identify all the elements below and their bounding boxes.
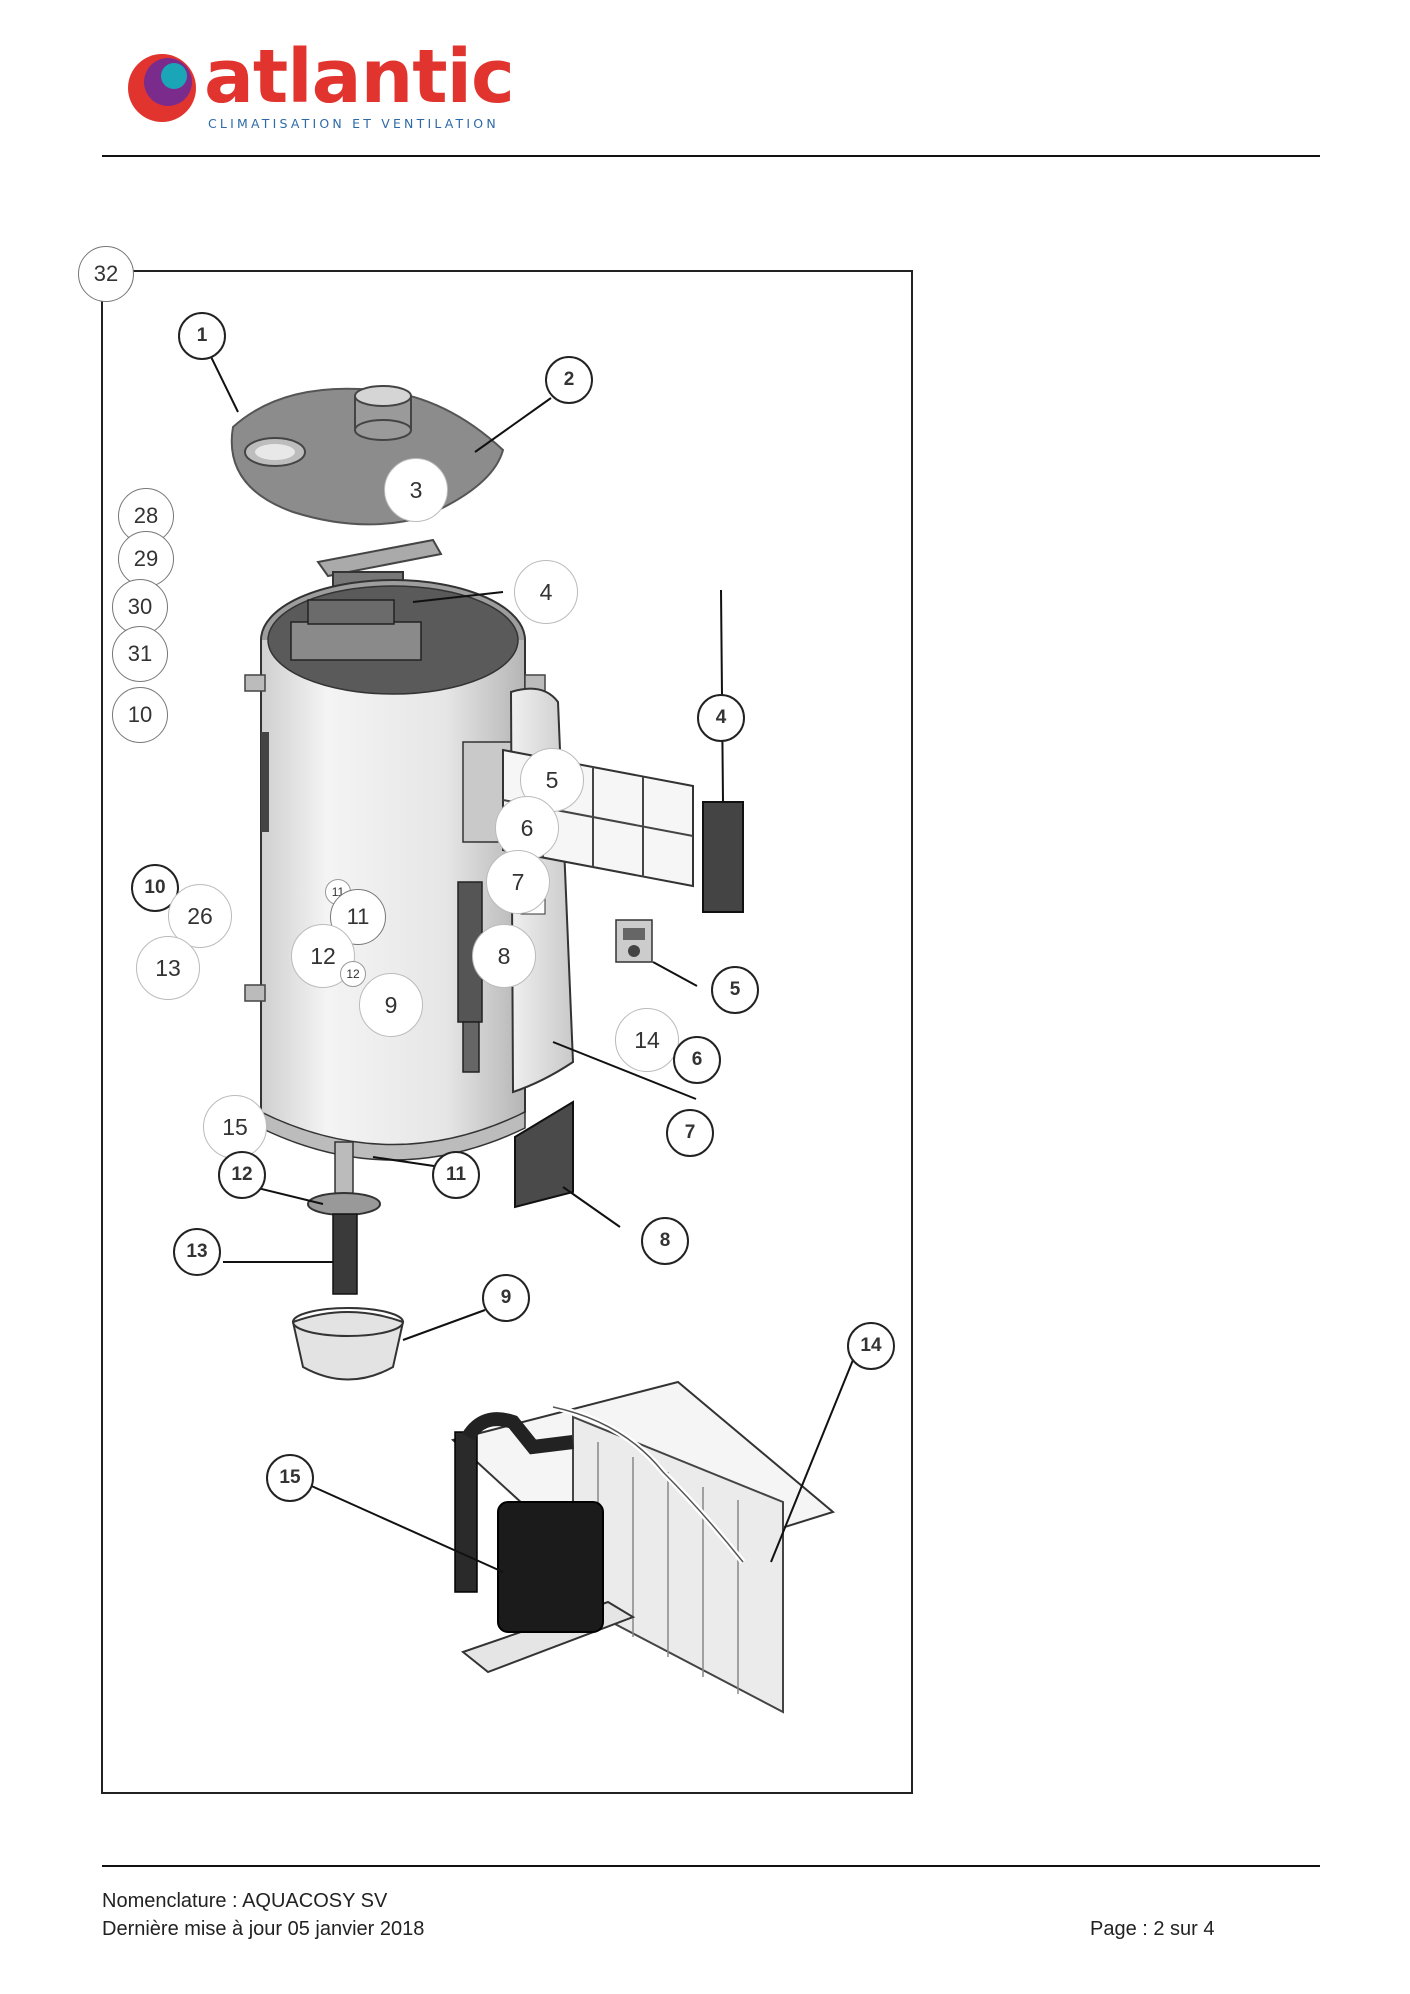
callout-4-top: 4 [514, 560, 578, 624]
callout-12-small: 12 [340, 961, 366, 987]
exploded-view-illustration [157, 319, 856, 1714]
exploded-diagram-frame: 32 1 2 3 28 29 30 31 10 4 4 5 6 7 8 10 2… [78, 246, 913, 1794]
header-divider [102, 155, 1320, 157]
brand-name: atlantic [204, 34, 515, 120]
callout-6-right: 6 [673, 1036, 721, 1084]
callout-5-filter: 5 [520, 748, 584, 812]
callout-9-bowl: 9 [482, 1274, 530, 1322]
tank-body-part [244, 579, 546, 1161]
callout-6-filter: 6 [495, 796, 559, 860]
logo-mark-icon [128, 54, 196, 122]
callout-30: 30 [112, 579, 168, 635]
callout-13-heater: 13 [173, 1228, 221, 1276]
callout-8-side: 8 [472, 924, 536, 988]
callout-13-left: 13 [136, 936, 200, 1000]
callout-15-tank: 15 [203, 1095, 267, 1159]
callout-12-flange: 12 [218, 1151, 266, 1199]
filter-cover-part [702, 801, 744, 913]
brand-logo: atlantic CLIMATISATION ET VENTILATION [122, 40, 515, 136]
callout-4-right: 4 [697, 694, 745, 742]
footer-divider [102, 1865, 1320, 1867]
callout-7-panel: 7 [486, 850, 550, 914]
callout-14-evaporator: 14 [847, 1322, 895, 1370]
callout-29: 29 [118, 531, 174, 587]
callout-7-right: 7 [666, 1109, 714, 1157]
callout-26: 26 [168, 884, 232, 948]
callout-9-tank: 9 [359, 973, 423, 1037]
footer-nomenclature: Nomenclature : AQUACOSY SV [102, 1890, 388, 1912]
display-panel-part [615, 919, 653, 963]
heating-element-part [291, 1141, 405, 1381]
callout-32: 32 [78, 246, 134, 302]
lower-cover-part [514, 1100, 574, 1209]
callout-1: 1 [178, 312, 226, 360]
callout-3: 3 [384, 458, 448, 522]
callout-15-compressor: 15 [266, 1454, 314, 1502]
callout-5-display: 5 [711, 966, 759, 1014]
footer-last-updated: Dernière mise à jour 05 janvier 2018 [102, 1918, 425, 1940]
brand-tagline: CLIMATISATION ET VENTILATION [208, 116, 499, 131]
callout-14-mid: 14 [615, 1008, 679, 1072]
top-cover-part [230, 385, 505, 526]
page-number: Page : 2 sur 4 [1090, 1918, 1215, 1940]
heat-pump-unit-part [450, 1380, 836, 1714]
callout-10-top: 10 [112, 687, 168, 743]
callout-2: 2 [545, 356, 593, 404]
callout-31: 31 [112, 626, 168, 682]
callout-8-lower: 8 [641, 1217, 689, 1265]
callout-11-flange: 11 [432, 1151, 480, 1199]
